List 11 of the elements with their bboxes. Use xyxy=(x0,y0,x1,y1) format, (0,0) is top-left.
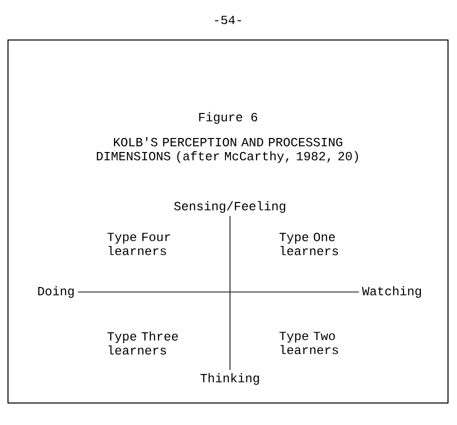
quadrant-label: Type Four learners xyxy=(107,232,170,256)
quadrant-label: Type One learners xyxy=(279,232,338,256)
axis-label: Thinking xyxy=(200,373,259,385)
quadrant-label: Type Two learners xyxy=(279,332,338,354)
figure-heading: KOLB'S PERCEPTION AND PROCESSING DIMENSIONS (after McCarthy, 1982, 20) xyxy=(96,137,358,163)
axis-label: Sensing/Feeling xyxy=(174,201,286,213)
figure-title: Figure 6 xyxy=(199,112,258,124)
page-number: -54- xyxy=(215,16,241,24)
quadrant-label: Type Three learners xyxy=(107,331,178,355)
axis-label: Watching xyxy=(362,286,421,298)
axis-label: Doing xyxy=(38,286,74,298)
